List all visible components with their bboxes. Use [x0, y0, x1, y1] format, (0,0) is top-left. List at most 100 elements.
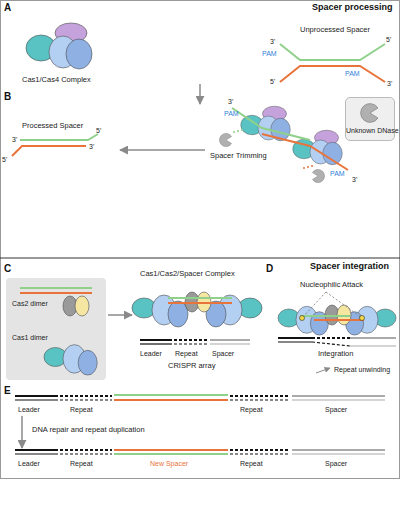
- cas1-dimer: [132, 295, 188, 327]
- attack-site: [360, 316, 365, 321]
- array-label: Spacer: [212, 350, 234, 357]
- leader-dna: [278, 337, 312, 339]
- cas1-cas4-complex: [293, 130, 343, 165]
- spacer-dna: [292, 449, 385, 451]
- dnase-symbol: [361, 104, 378, 123]
- strand-end: 3': [89, 143, 94, 150]
- section-heading: Spacer integration: [310, 262, 389, 271]
- array-label: Repeat: [240, 460, 263, 467]
- array-label: Leader: [18, 460, 40, 467]
- leader-dna: [278, 341, 312, 342]
- leader-dna: [140, 339, 172, 341]
- process-label: Spacer Trimming: [210, 152, 267, 160]
- repeat-dna: [60, 399, 112, 400]
- cleaved-fragment: [307, 166, 309, 168]
- cleaved-fragment: [233, 131, 235, 133]
- spacer-dna: [292, 453, 385, 454]
- attack-guide: [302, 292, 362, 318]
- strand-end: 3': [387, 80, 392, 87]
- leader-dna: [15, 453, 58, 454]
- cas1-dimer: [44, 345, 97, 375]
- array-label: Repeat: [240, 406, 263, 413]
- panel-letter: D: [266, 264, 273, 274]
- spacer-strand: [280, 44, 385, 60]
- section-heading: Spacer processing: [312, 3, 393, 12]
- cas1-dimer: [278, 306, 328, 335]
- spacer-strand: [262, 134, 348, 170]
- cleaved-fragment: [237, 130, 239, 132]
- cleaved-fragment: [303, 167, 305, 169]
- component-box: Cas2 dimerCas1 dimer: [6, 278, 106, 380]
- repeat-dna: [174, 339, 208, 341]
- spacer-dna: [350, 337, 396, 339]
- process-label: DNA repair and repeat duplication: [32, 426, 145, 434]
- spacer-strand: [300, 315, 350, 317]
- spacer-dna: [210, 343, 250, 344]
- cas2-dimer: [325, 305, 351, 325]
- strand-end: 3': [270, 38, 275, 45]
- repeat-dna: [312, 342, 350, 346]
- cas2-dimer: [63, 296, 89, 316]
- repeat-dna: [230, 449, 290, 451]
- strand-end: 5': [270, 78, 275, 85]
- repeat-dna: [230, 453, 290, 454]
- strand-end: 5': [2, 156, 7, 163]
- repeat-dna: [174, 343, 208, 344]
- process-label: Integration: [318, 350, 353, 358]
- repeat-dna: [230, 399, 290, 400]
- complex-label: Cas1/Cas4 Complex: [22, 76, 91, 84]
- strand-end: 3': [352, 176, 357, 183]
- repeat-dna: [312, 337, 350, 339]
- complex-label: Cas1/Cas2/Spacer Complex: [140, 270, 235, 278]
- cleaved-fragment: [241, 129, 243, 131]
- cas1-dimer: [346, 306, 396, 335]
- array-label: Spacer: [325, 406, 347, 413]
- spacer-strand: [20, 292, 92, 294]
- dnase-box: Unknown DNase: [345, 97, 395, 141]
- spacer-strand: [114, 399, 228, 401]
- pam-label: PAM: [224, 110, 239, 117]
- spacer-label: Unprocessed Spacer: [300, 26, 370, 34]
- leader-dna: [15, 399, 58, 400]
- process-arrow: [120, 149, 205, 151]
- spacer-strand: [114, 449, 228, 451]
- leader-dna: [15, 395, 58, 397]
- strand-end: 3': [228, 98, 233, 105]
- pam-label: PAM: [345, 70, 360, 77]
- figure-frame: [1, 1, 400, 479]
- cas1-dimer: [206, 295, 262, 327]
- pam-label: PAM: [262, 50, 277, 57]
- array-label: Leader: [140, 350, 162, 357]
- cas2-dimer: [185, 292, 211, 312]
- node-text: Unknown DNase: [346, 127, 396, 134]
- spacer-dna: [210, 339, 250, 341]
- strand-end: 5': [96, 127, 101, 134]
- array-label: Spacer: [325, 460, 347, 467]
- strand-end: 5': [386, 36, 391, 43]
- cas1-cas4-complex: [241, 106, 291, 141]
- dnase-symbol: [219, 133, 231, 146]
- process-label: Nucleophilic Attack: [300, 281, 363, 289]
- spacer-strand: [20, 287, 92, 289]
- repeat-dna: [230, 395, 290, 397]
- strand-end: 3': [12, 136, 17, 143]
- array-label: Repeat: [70, 406, 93, 413]
- array-label: Repeat: [70, 460, 93, 467]
- panel-letter: E: [4, 386, 11, 396]
- spacer-strand: [168, 302, 232, 304]
- repeat-dna: [60, 395, 112, 397]
- process-arrow: [199, 84, 201, 104]
- array-label: Repeat: [175, 350, 198, 357]
- spacer-strand: [114, 394, 228, 396]
- spacer-strand: [114, 453, 228, 455]
- cas1-cas4-complex: [26, 23, 92, 69]
- spacer-dna: [350, 345, 396, 346]
- panel-letter: B: [4, 92, 11, 102]
- repeat-dna: [60, 453, 112, 454]
- spacer-strand: [280, 66, 385, 82]
- process-arrow: [108, 314, 132, 316]
- spacer-label: Processed Spacer: [22, 122, 83, 130]
- unwinding-arrow: [316, 368, 330, 373]
